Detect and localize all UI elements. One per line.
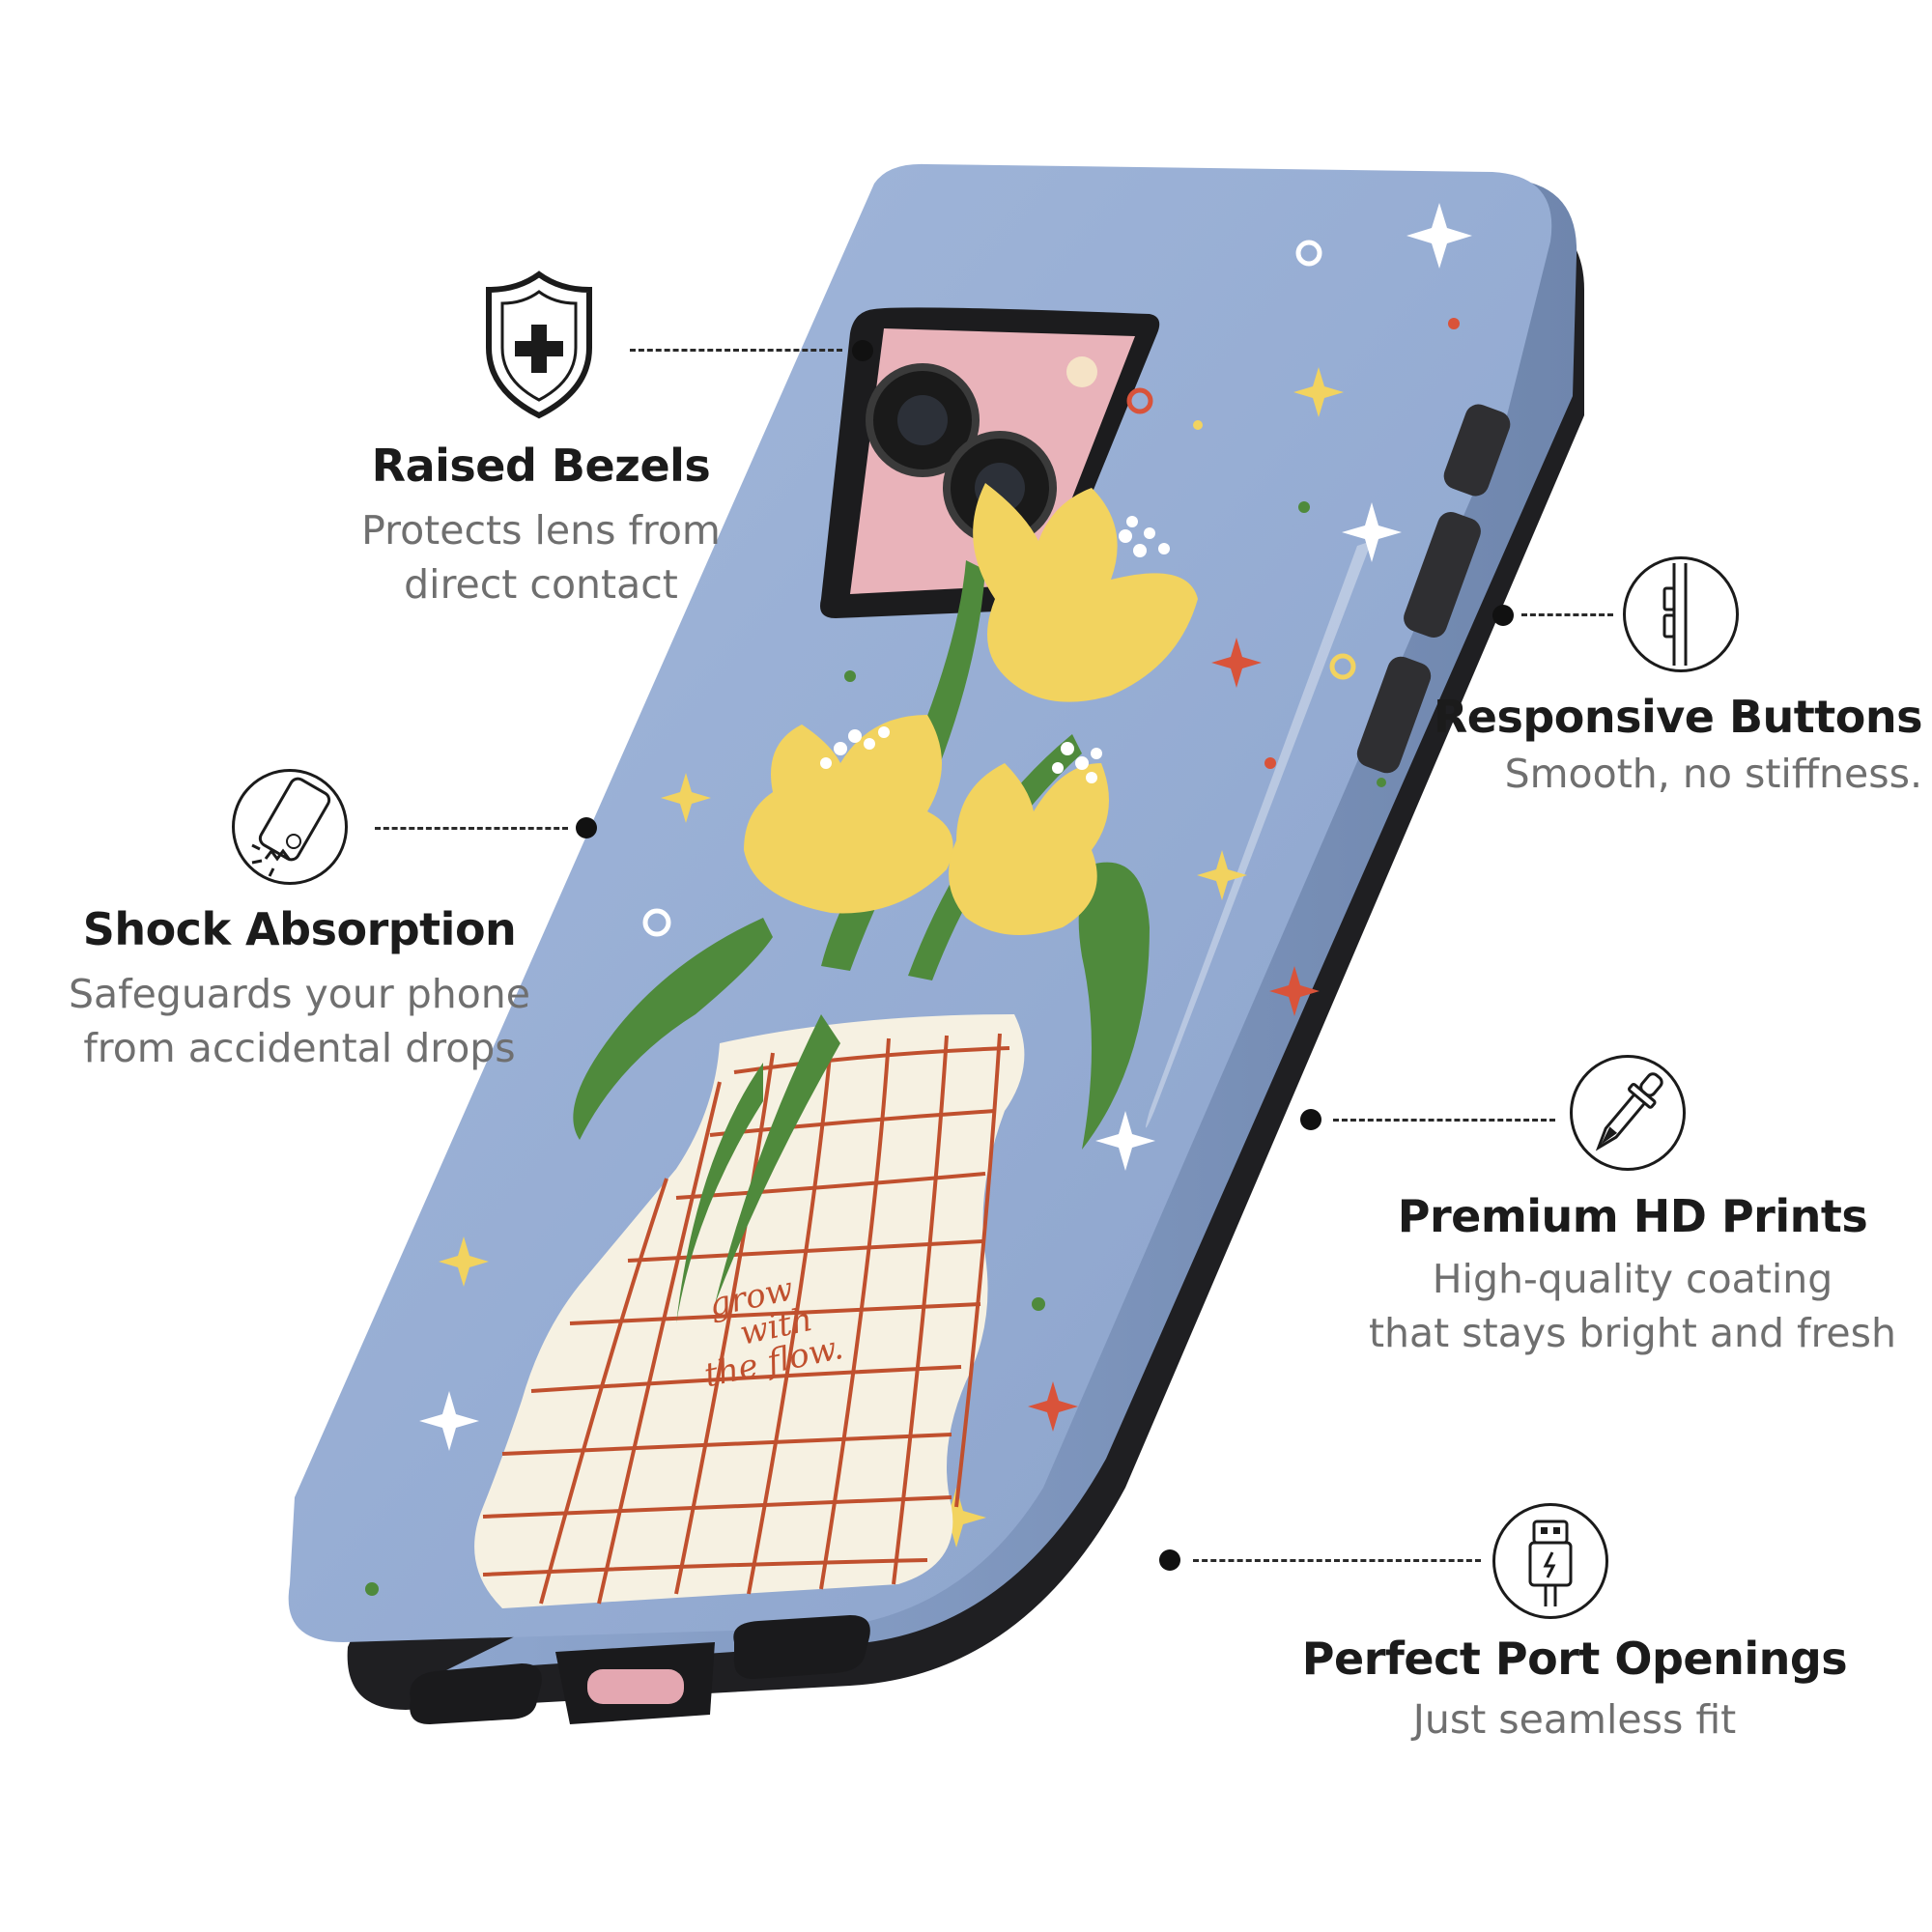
tulip-left: [744, 715, 953, 914]
feature-responsive-buttons: Responsive Buttons Smooth, no stiffness.: [1420, 691, 1923, 801]
phone-drop-icon: [232, 769, 348, 885]
shield-plus-icon: [481, 269, 597, 423]
camera-flash: [1066, 356, 1097, 387]
shock-absorption-marker: [576, 817, 597, 838]
premium-hd-prints-connector: [1333, 1119, 1555, 1122]
responsive-buttons-marker: [1492, 605, 1514, 626]
feature-raised-bezels: Raised Bezels Protects lens from direct …: [319, 440, 763, 611]
case-button-top: [1443, 404, 1511, 497]
bottom-ports: [410, 1615, 870, 1724]
tulip-flowers: [744, 483, 1198, 935]
perfect-port-openings-connector: [1193, 1559, 1481, 1562]
feature-title: Perfect Port Openings: [1301, 1633, 1848, 1685]
side-buttons-icon: [1623, 556, 1739, 672]
tulip-top: [973, 483, 1198, 702]
tulip-right: [949, 763, 1109, 935]
case-gloss: [1146, 541, 1372, 1128]
raised-bezels-connector: [630, 349, 842, 352]
feature-title: Responsive Buttons: [1433, 691, 1923, 743]
feature-description-line: from accidental drops: [83, 1025, 516, 1071]
vase: [474, 1014, 1025, 1608]
feature-description-line: Safeguards your phone: [68, 971, 531, 1017]
vase-grid: [482, 1033, 1010, 1605]
feature-shock-absorption: Shock Absorption Safeguards your phone f…: [39, 903, 560, 1075]
feature-description-line: direct contact: [404, 561, 678, 608]
feature-description-line: Just seamless fit: [1412, 1696, 1737, 1743]
feature-description-line: Smooth, no stiffness.: [1504, 751, 1922, 797]
usb-cable-icon: [1492, 1503, 1608, 1619]
case-button-low: [1356, 656, 1432, 774]
dropper-icon: [1570, 1055, 1686, 1171]
raised-bezels-marker: [852, 340, 873, 361]
feature-title: Shock Absorption: [82, 903, 517, 955]
feature-description-line: Protects lens from: [361, 507, 721, 554]
case-button-mid: [1404, 511, 1481, 639]
feature-description-line: that stays bright and fresh: [1368, 1310, 1897, 1356]
shock-absorption-connector: [375, 827, 568, 830]
feature-description-line: High-quality coating: [1432, 1256, 1833, 1302]
perfect-port-openings-marker: [1159, 1549, 1180, 1571]
feature-title: Raised Bezels: [371, 440, 711, 492]
feature-title: Premium HD Prints: [1397, 1190, 1868, 1242]
premium-hd-prints-marker: [1300, 1109, 1321, 1130]
feature-perfect-port-openings: Perfect Port Openings Just seamless fit: [1285, 1633, 1864, 1747]
responsive-buttons-connector: [1521, 613, 1613, 616]
feature-premium-hd-prints: Premium HD Prints High-quality coating t…: [1343, 1190, 1922, 1360]
